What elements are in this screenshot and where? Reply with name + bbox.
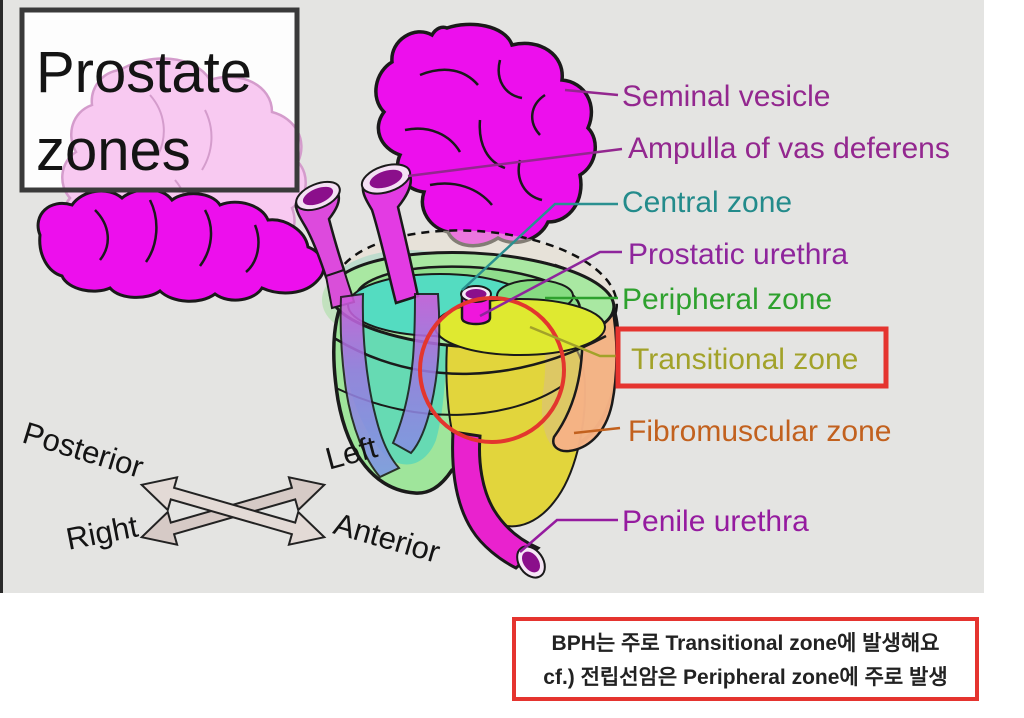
leader-transitional-zone	[529, 325, 617, 358]
leader-penile-urethra	[519, 518, 618, 553]
title-line-1: Prostate	[36, 40, 252, 105]
left-edge-line	[0, 0, 3, 593]
title-box-border	[19, 7, 300, 193]
leader-fibromuscular-zone	[573, 426, 621, 435]
label-central-zone: Central zone	[622, 186, 792, 219]
label-fibromuscular-zone: Fibromuscular zone	[628, 415, 891, 448]
note-line-1: BPH는 주로 Transitional zone에 발생해요	[551, 632, 940, 655]
leader-ampulla	[407, 147, 623, 178]
note-line-2: cf.) 전립선암은 Peripheral zone에 주로 발생	[543, 666, 948, 689]
label-penile-urethra: Penile urethra	[622, 505, 809, 538]
label-prostatic-urethra: Prostatic urethra	[628, 238, 848, 271]
label-peripheral-zone: Peripheral zone	[622, 283, 832, 316]
leader-prostatic-urethra	[479, 250, 622, 318]
transitional-zone-highlight-circle	[418, 296, 566, 444]
transitional-zone-red-box	[615, 326, 889, 389]
leader-central-zone	[461, 202, 618, 291]
vas-deferens-left	[294, 180, 356, 310]
duct-opening	[369, 169, 403, 189]
bph-note-box: BPH는 주로 Transitional zone에 발생해요 cf.) 전립선…	[512, 617, 979, 701]
label-seminal-vesicle: Seminal vesicle	[622, 80, 830, 113]
label-transitional-zone: Transitional zone	[631, 343, 858, 376]
leader-lines	[407, 88, 623, 553]
bowl-contour-arc-1	[333, 334, 607, 375]
vas-deferens-right	[360, 163, 420, 305]
penile-urethra-shape	[451, 430, 546, 579]
leader-seminal-vesicle	[564, 88, 619, 97]
duct-opening	[302, 186, 334, 206]
label-ampulla: Ampulla of vas deferens	[628, 132, 950, 165]
title-line-2: zones	[36, 118, 191, 183]
